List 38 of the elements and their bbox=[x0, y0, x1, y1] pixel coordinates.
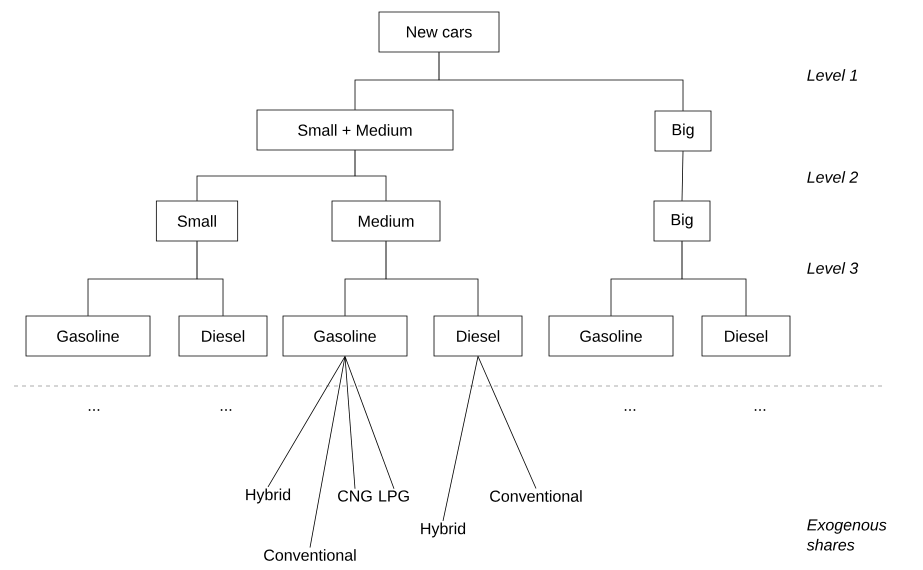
ellipsis-mark: ... bbox=[220, 409, 232, 411]
connector-line bbox=[344, 356, 394, 490]
category-box: Medium bbox=[332, 200, 440, 242]
connector-line bbox=[478, 356, 536, 489]
ellipsis-mark: ... bbox=[754, 409, 766, 411]
share-label: Hybrid bbox=[246, 488, 290, 504]
category-box: Big bbox=[654, 110, 712, 152]
share-label: CNG bbox=[338, 490, 372, 502]
connector-line bbox=[438, 52, 684, 111]
category-box: Gasoline bbox=[282, 316, 408, 356]
category-box: Small bbox=[156, 200, 238, 242]
category-box: Diesel bbox=[702, 316, 790, 356]
level-label: Exogenous shares bbox=[806, 519, 886, 551]
share-label: Hybrid bbox=[421, 522, 466, 538]
connector-line bbox=[682, 240, 746, 316]
category-box: Diesel bbox=[178, 316, 268, 356]
connector-line bbox=[268, 356, 346, 488]
level-label: Level 3 bbox=[807, 262, 858, 274]
connector-line bbox=[196, 240, 224, 316]
connector-line bbox=[682, 151, 684, 201]
connector-line bbox=[354, 150, 386, 201]
level-label: Level 1 bbox=[807, 69, 857, 81]
ellipsis-mark: ... bbox=[88, 409, 100, 411]
share-label: Conventional bbox=[490, 490, 582, 502]
category-box: Big bbox=[654, 200, 710, 242]
category-box: Small + Medium bbox=[256, 110, 454, 150]
share-label: LPG bbox=[379, 490, 409, 502]
category-box: Gasoline bbox=[26, 316, 150, 356]
ellipsis-mark: ... bbox=[624, 409, 636, 411]
share-label: Conventional bbox=[264, 549, 356, 561]
connector-line bbox=[442, 356, 478, 522]
level-label: Level 2 bbox=[807, 171, 858, 183]
connector-line bbox=[310, 356, 346, 548]
connector-line bbox=[386, 240, 478, 316]
category-box: Gasoline bbox=[548, 316, 674, 356]
category-box: New cars bbox=[378, 12, 500, 52]
connector-line bbox=[344, 356, 356, 490]
category-box: Diesel bbox=[434, 316, 522, 356]
